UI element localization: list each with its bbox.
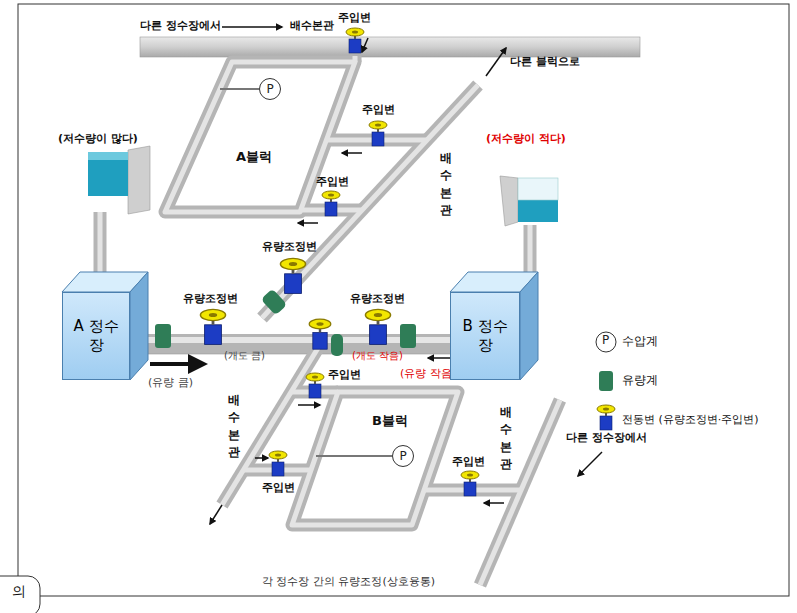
storage-note: (저수량이 많다) — [58, 133, 138, 146]
valve-label: 주입변 — [362, 104, 395, 117]
flow-meter-swatch — [599, 371, 613, 391]
node-text-group: A 정수장 — [71, 317, 121, 355]
legend-text: 유량계 — [622, 374, 658, 388]
node-text: A 정수장 — [71, 317, 121, 355]
node-text: P — [266, 82, 273, 96]
node-text-group: P — [266, 82, 273, 96]
pipe-label: 배수본관 — [228, 392, 240, 462]
legend-symbol: P — [602, 334, 609, 348]
node-text-group: B 정수장 — [460, 317, 510, 355]
valve-label: 유량조정변 — [350, 293, 405, 306]
direction-note: 다른 블럭으로 — [510, 56, 580, 69]
pipe-label: 배수본관 — [440, 150, 452, 220]
figure-caption: 각 정수장 간의 유량조정(상호융통) — [262, 576, 435, 589]
valve-label: 주입변 — [452, 456, 485, 469]
opening-note: (개도 작음) — [352, 350, 403, 362]
block-label: B블럭 — [372, 414, 408, 429]
source-note: 다른 정수장에서 — [140, 20, 221, 33]
opening-note: (개도 큼) — [224, 350, 265, 362]
node-text: P — [399, 449, 406, 463]
valve-label: 주입변 — [338, 12, 371, 25]
valve-label: 주입변 — [328, 369, 361, 382]
pipe-label: 배수본관 — [500, 404, 512, 474]
node-text: B 정수장 — [460, 317, 510, 355]
legend-text: 전동변 (유량조정변·주입변) — [622, 414, 759, 427]
valve-label: 주입변 — [316, 176, 349, 189]
legend-text: 수압계 — [622, 335, 658, 349]
flow-note: (유량 큼) — [148, 377, 193, 390]
pressure-gauge: P — [259, 78, 281, 100]
storage-note: (저수량이 적다) — [486, 133, 566, 146]
valve-label: 유량조정변 — [183, 293, 238, 306]
cut-off-text: 의 — [12, 583, 26, 599]
treatment-plant: A 정수장 — [62, 292, 130, 380]
source-note: 다른 정수장에서 — [566, 432, 647, 445]
pipe-label: 배수본관 — [290, 20, 334, 33]
valve-label: 주입변 — [262, 482, 295, 495]
treatment-plant: B 정수장 — [450, 292, 520, 380]
flow-note: (유량 작음) — [400, 368, 456, 381]
block-label: A블럭 — [236, 150, 272, 165]
node-text-group: P — [399, 449, 406, 463]
valve-label: 유량조정변 — [262, 241, 317, 254]
pressure-gauge: P — [392, 445, 414, 467]
